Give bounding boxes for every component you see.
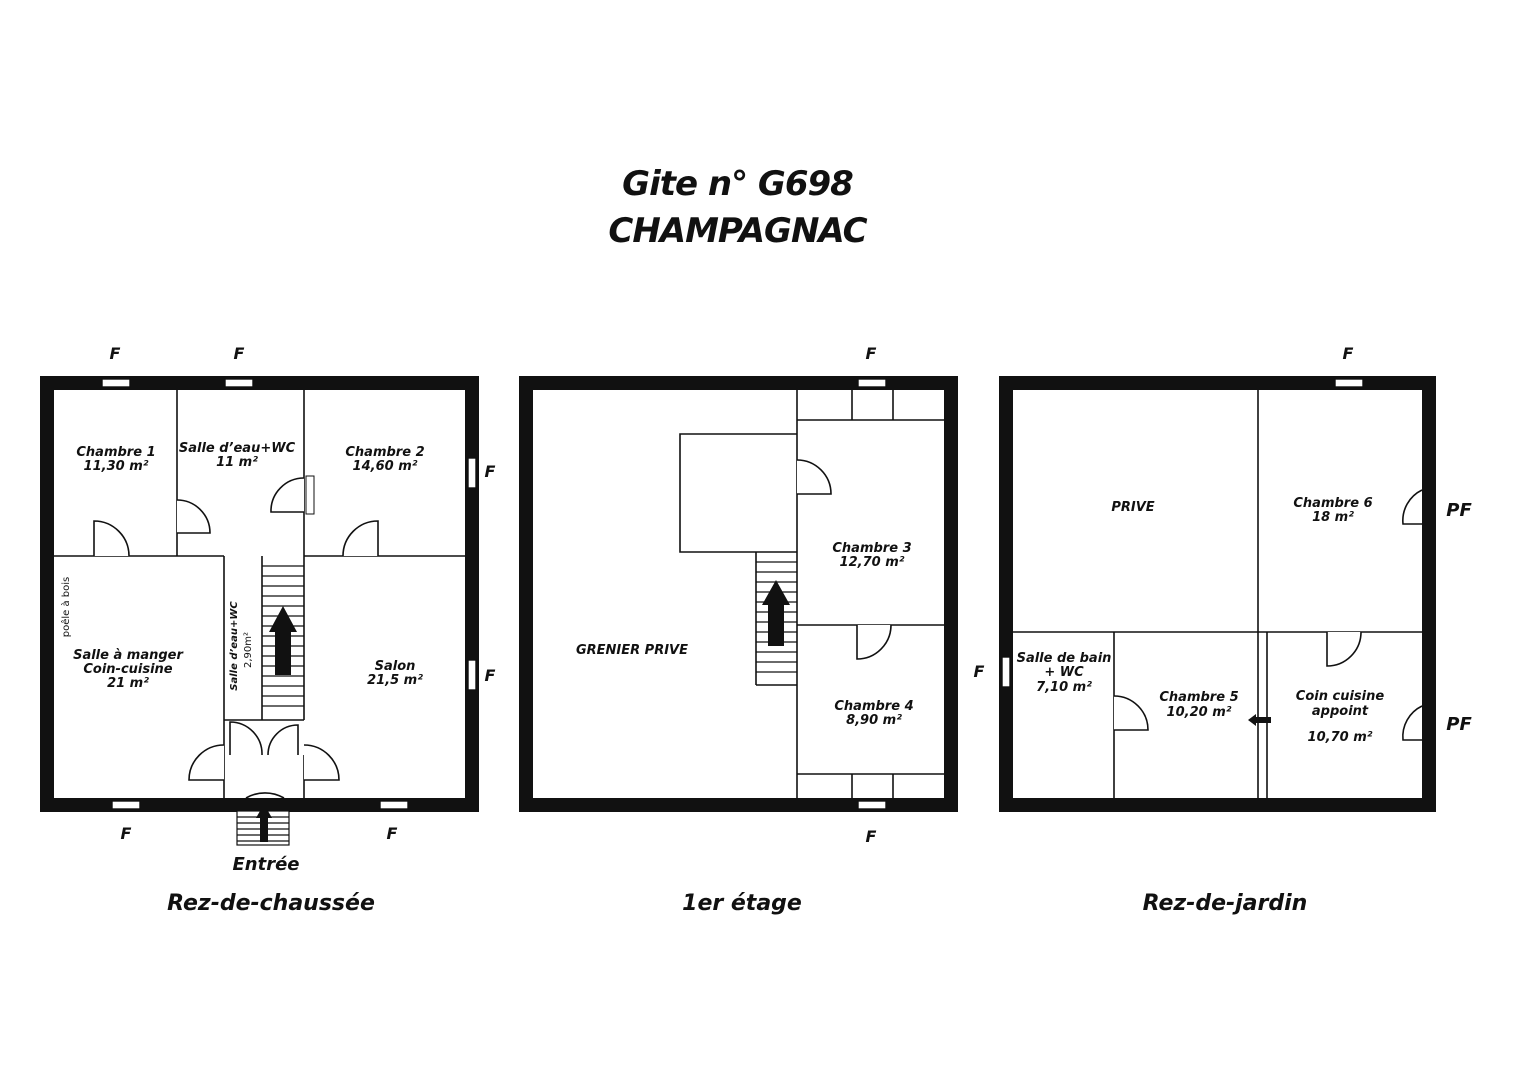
room-name: GRENIER PRIVE [576,643,688,658]
exterior-wall [999,376,1436,812]
room-area: 8,90 m² [846,713,902,728]
room-subname: + WC [1044,665,1084,680]
door-coin-cuisine[interactable] [1326,631,1362,667]
window-label: F [110,344,121,363]
plan-subtitle: CHAMPAGNAC [608,211,867,251]
door-window-coin-cuisine[interactable] [1402,705,1423,741]
floor-name: 1er étage [682,891,802,916]
passage-arrow-icon [1248,714,1271,726]
room-area: 7,10 m² [1036,680,1092,695]
door-chambre3[interactable] [796,459,832,495]
room-area: 21 m² [107,676,149,691]
door-salle-eau-swing [176,499,211,534]
door-chambre5[interactable] [1113,695,1149,731]
room-name: Chambre 3 [832,541,911,556]
stair-arrow-icon [762,580,790,646]
door-window-chambre6[interactable] [1402,489,1423,525]
room-area: 14,60 m² [353,459,418,474]
room-area: 11,30 m² [84,459,149,474]
window-icon [857,800,887,810]
door-window-label: PF [1446,500,1472,521]
room-name: Chambre 5 [1159,690,1238,705]
room-area: 10,70 m² [1308,730,1373,745]
room-subname: appoint [1312,704,1369,719]
entrance-label: Entrée [232,854,299,875]
floor-name: Rez-de-chaussée [167,891,375,916]
floor-plan-rez-de-jardin: F F PF PF PRIVE Chambre 6 18 m² Salle de… [974,344,1473,916]
stove-note: poêle à bois [60,577,72,638]
windows [857,378,887,810]
window-label: F [866,344,877,363]
stair-arrow-icon [269,606,297,675]
exterior-wall [519,376,958,812]
exterior-wall [40,376,479,812]
window-label: F [485,462,496,481]
room-name: Salle de bain [1017,651,1112,666]
door-chambre2[interactable] [342,520,379,557]
window-label: F [234,344,245,363]
door-salle-a-manger[interactable] [188,744,225,781]
room-name: Chambre 2 [345,445,424,460]
doors [796,459,892,660]
floor-plan-rez-de-chaussee: F F F F F F Chambre 1 11,30 m² Salle d’e… [40,344,496,916]
interior-walls [679,390,944,798]
window-icon [1001,656,1011,688]
door-small-wc[interactable] [229,721,263,756]
window-label: F [974,662,985,681]
plan-title: Gite n° G698 [622,164,854,204]
door-salon[interactable] [303,744,340,781]
window-icon [467,659,477,691]
room-name: Chambre 4 [834,699,913,714]
window-icon [224,378,254,388]
doors [1113,489,1423,741]
room-area: 11 m² [216,455,258,470]
room-name: Salle d’eau+WC [229,601,240,691]
room-name: Salon [375,659,416,674]
window-label: F [866,827,877,846]
door-chambre4[interactable] [856,624,892,660]
window-label: F [387,824,398,843]
room-area: 21,5 m² [367,673,423,688]
windows [101,378,477,810]
windows [1001,378,1364,688]
door-salle-eau-chambre2[interactable] [270,477,305,513]
doors [93,477,379,799]
window-label: F [1343,344,1354,363]
entrance-arrow-icon [256,804,272,842]
window-icon [857,378,887,388]
room-area: 10,20 m² [1167,705,1232,720]
door-entree[interactable] [245,792,285,799]
room-subname: Coin-cuisine [83,662,172,677]
floor-plan-1er-etage: F F GRENIER PRIVE Chambre 3 12,70 m² Cha… [519,344,958,916]
room-name: Chambre 6 [1293,496,1372,511]
room-area: 18 m² [1312,510,1354,525]
window-label: F [121,824,132,843]
window-icon [101,378,131,388]
room-area: 12,70 m² [840,555,905,570]
window-icon [467,457,477,489]
room-name: Salle d’eau+WC [179,441,296,456]
room-name: PRIVE [1111,500,1154,515]
window-label: F [485,666,496,685]
window-icon [111,800,141,810]
window-icon [1334,378,1364,388]
room-area: 2,90m² [243,632,254,668]
room-name: Coin cuisine [1296,689,1385,704]
floor-name: Rez-de-jardin [1143,891,1308,916]
door-window-label: PF [1446,714,1472,735]
door-hall[interactable] [267,724,299,756]
room-name: Chambre 1 [76,445,155,460]
room-name: Salle à manger [73,648,184,663]
door-chambre1[interactable] [93,520,130,557]
window-icon [379,800,409,810]
